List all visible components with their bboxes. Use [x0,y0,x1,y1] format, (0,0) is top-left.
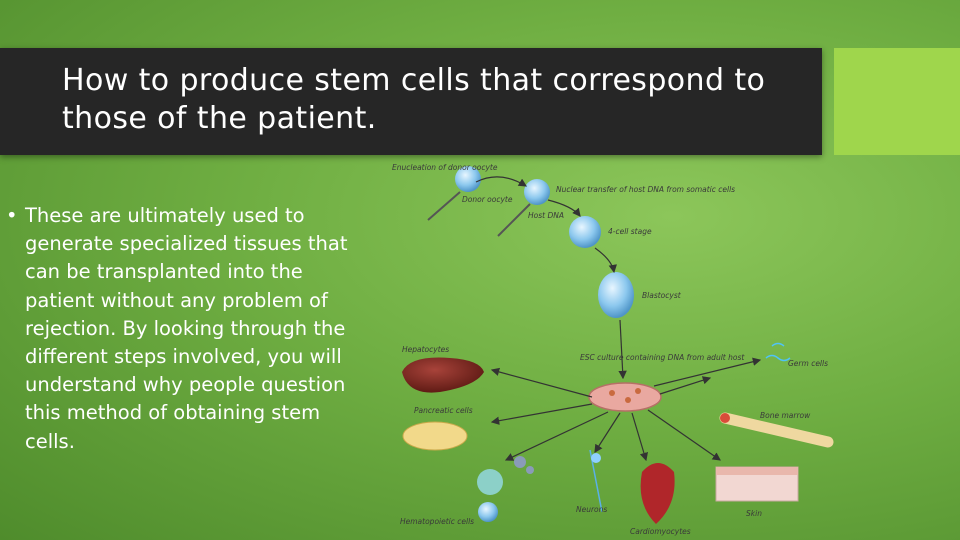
label-donor-oocyte: Donor oocyte [462,195,513,204]
transfer-pipette [498,204,530,236]
pancreas-icon [403,422,467,450]
label-germ-cells: Germ cells [788,359,828,368]
enucleation-pipette [428,192,460,220]
bone-icon [725,418,828,442]
label-enucleation: Enucleation of donor oocyte [392,163,498,172]
bullet-item: • These are ultimately used to generate … [6,202,371,456]
hematopoietic-cell-icon [477,469,503,495]
label-host-dna: Host DNA [528,211,564,220]
liver-icon [402,358,484,393]
label-neurons: Neurons [576,505,607,514]
petri-dish-icon [589,383,661,411]
bullet-marker: • [6,202,18,230]
bullet-text: These are ultimately used to generate sp… [6,202,371,456]
label-pancreatic: Pancreatic cells [414,406,473,415]
label-blastocyst: Blastocyst [642,291,682,300]
label-hepatocytes: Hepatocytes [402,345,449,354]
label-esc-culture: ESC culture containing DNA from adult ho… [580,353,745,362]
label-4-cell-stage: 4-cell stage [608,227,652,236]
blastocyst-icon [598,272,634,318]
label-nuclear-transfer: Nuclear transfer of host DNA from somati… [556,185,735,194]
germ-cell-icon [766,356,790,361]
accent-block [834,48,960,155]
blood-cell-icon [478,502,498,522]
label-bone-marrow: Bone marrow [760,411,811,420]
slide-title: How to produce stem cells that correspon… [62,62,812,138]
label-hematopoietic: Hematopoietic cells [400,517,474,526]
label-skin: Skin [746,509,762,518]
stem-cell-diagram: Enucleation of donor oocyte Donor oocyte… [380,160,850,540]
host-oocyte-cell [524,179,550,205]
four-cell-embryo [569,216,601,248]
label-cardiomyocytes: Cardiomyocytes [630,527,691,536]
heart-icon [641,463,675,524]
